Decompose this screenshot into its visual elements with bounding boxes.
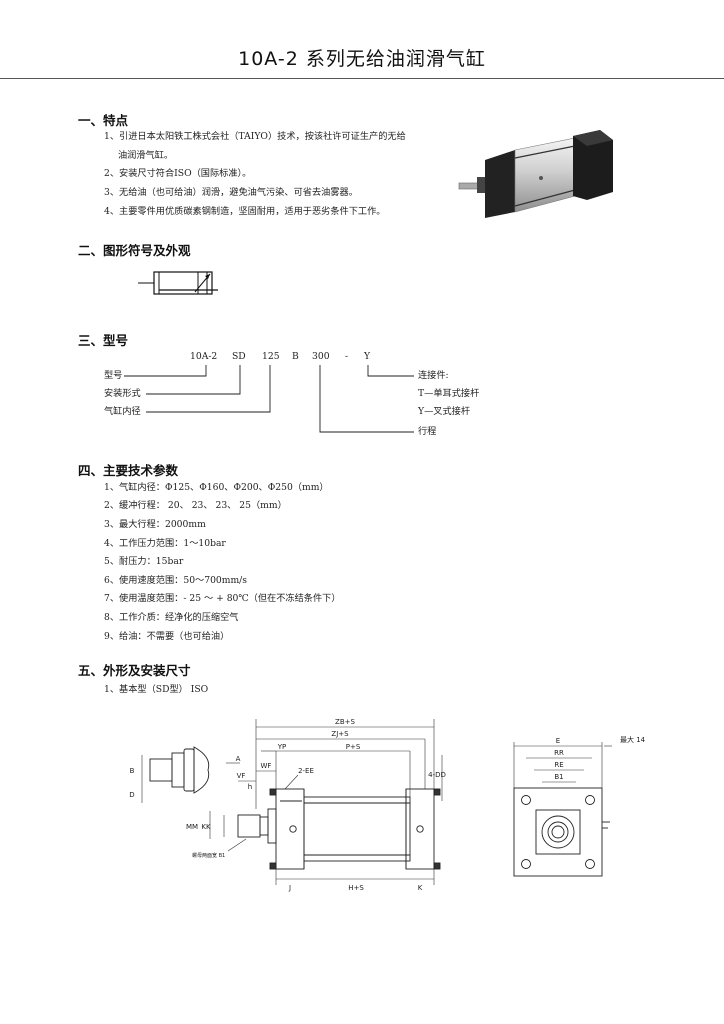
dim-label-a: A: [236, 755, 241, 763]
dimension-drawing-front: ZB+S ZJ+S YP P+S A WF VF h 2-EE B D MM K…: [129, 718, 446, 892]
spec-line-9: 9、给油：不需要（也可给油）: [104, 631, 230, 642]
model-code-joint: Y: [364, 351, 371, 362]
dim-label-mm: MM: [186, 823, 198, 831]
model-code-dash: -: [345, 351, 349, 362]
model-code-b: B: [292, 351, 299, 362]
model-label-type: 型号: [104, 370, 123, 381]
spec-line-8: 8、工作介质：经净化的压缩空气: [104, 612, 239, 623]
spec-line-5: 5、耐压力：15bar: [104, 556, 184, 567]
model-label-joint: 连接件:: [418, 370, 449, 381]
cylinder-symbol: [138, 271, 218, 295]
section-4-heading: 四、主要技术参数: [78, 463, 179, 478]
section-2-heading: 二、图形符号及外观: [78, 243, 191, 258]
model-label-joint-t: T—单耳式接杆: [418, 388, 480, 399]
feature-line-1: 1、引进日本太阳铁工株式会社（TAIYO）技术，按该社许可证生产的无给: [104, 131, 406, 142]
spec-line-2: 2、缓冲行程： 20、 23、 23、 25（mm）: [104, 500, 287, 511]
spec-line-6: 6、使用速度范围：50～700mm/s: [104, 575, 247, 586]
model-label-mount: 安装形式: [104, 388, 141, 399]
dim-label-b: B: [130, 767, 135, 775]
side-dim-rr: RR: [554, 749, 564, 757]
model-code-mount: SD: [232, 351, 246, 362]
section-1-heading: 一、特点: [78, 113, 129, 128]
dimension-drawing-side: E RR RE B1 最大 14: [513, 735, 646, 877]
title-rule: [0, 78, 724, 79]
page-title: 10A-2 系列无给油润滑气缸: [238, 48, 486, 70]
dim-label-k: K: [418, 884, 423, 892]
section-5-subheading: 1、基本型（SD型） ISO: [104, 684, 209, 695]
section-3-heading: 三、型号: [78, 333, 129, 348]
dim-label-zj: ZJ+S: [331, 730, 349, 738]
dim-label-hs: H+S: [348, 884, 364, 892]
dim-label-kk: KK: [201, 823, 211, 831]
dim-label-p: P+S: [346, 743, 361, 751]
dim-label-4dd: 4-DD: [428, 771, 446, 779]
side-dim-e: E: [556, 737, 560, 745]
feature-line-4: 4、主要零件用优质碳素钢制造，坚固耐用，适用于恶劣条件下工作。: [104, 206, 386, 217]
dim-label-vf: VF: [237, 772, 246, 780]
dim-label-wf: WF: [261, 762, 272, 770]
model-label-stroke: 行程: [418, 426, 437, 437]
side-dim-b1: B1: [554, 773, 563, 781]
dim-label-h: h: [248, 783, 252, 791]
model-label-bore: 气缸内径: [104, 406, 141, 417]
feature-line-1b: 油润滑气缸。: [118, 150, 174, 161]
dim-label-d: D: [129, 791, 134, 799]
spec-line-1: 1、气缸内径：Φ125、Φ160、Φ200、Φ250（mm）: [104, 482, 329, 493]
dim-note-nut: 螺母两面宽 B1: [192, 852, 225, 859]
model-code-leader-lines: [124, 365, 414, 433]
model-code-series: 10A-2: [190, 351, 218, 362]
model-code-bore: 125: [262, 351, 280, 362]
dim-label-yp: YP: [277, 743, 287, 751]
section-5-heading: 五、外形及安装尺寸: [78, 663, 191, 678]
side-dim-re: RE: [554, 761, 563, 769]
dim-label-j: J: [288, 884, 291, 892]
dim-label-2ee: 2-EE: [298, 767, 314, 775]
spec-line-4: 4、工作压力范围：1～10bar: [104, 538, 226, 549]
side-note-max: 最大 14: [620, 735, 646, 744]
spec-line-7: 7、使用温度范围：- 25 ～ + 80℃（但在不冻结条件下）: [104, 593, 341, 604]
model-label-joint-y: Y—叉式接杆: [418, 406, 471, 417]
feature-line-2: 2、安装尺寸符合ISO（国际标准）。: [104, 168, 252, 179]
dim-label-zb: ZB+S: [335, 718, 355, 726]
cylinder-photo: [458, 130, 613, 218]
model-code-stroke: 300: [312, 351, 330, 362]
spec-line-3: 3、最大行程：2000mm: [104, 519, 206, 530]
feature-line-3: 3、无给油（也可给油）润滑，避免油气污染、可省去油雾器。: [104, 187, 358, 198]
